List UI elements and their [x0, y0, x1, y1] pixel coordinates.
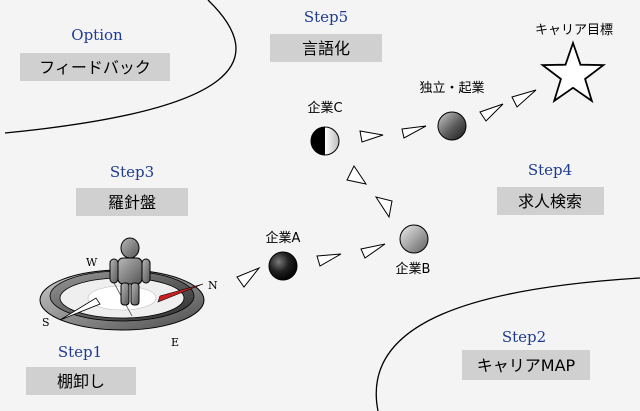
- company-c-label: 企業C: [307, 100, 342, 116]
- step2-box-title: キャリアMAP: [477, 356, 576, 375]
- arrow-a-to-b-2: [360, 243, 386, 259]
- company-c-node: [310, 126, 340, 156]
- arrow-independent-to-goal-2: [511, 89, 537, 108]
- step5-label: Step5: [304, 8, 348, 26]
- step1-box: [26, 367, 136, 395]
- step5-box-title: 言語化: [302, 39, 350, 58]
- company-a-label: 企業A: [266, 230, 301, 246]
- arrow-c-to-independent: [359, 130, 384, 143]
- arrow-a-to-b: [316, 253, 342, 267]
- arrow-b-to-c: [374, 196, 393, 219]
- step3-box-title: 羅針盤: [108, 193, 156, 212]
- compass-e-label: E: [171, 336, 179, 349]
- compass-needle-north: [157, 283, 204, 303]
- step3-label: Step3: [110, 163, 154, 181]
- step3-box: [76, 188, 188, 216]
- option-step-label: Option: [71, 26, 123, 44]
- arrow-c-to-independent-2: [401, 125, 427, 139]
- step2-label: Step2: [502, 328, 546, 346]
- bottom-right-curve: [375, 277, 640, 411]
- compass-n-label: N: [208, 279, 218, 292]
- step4-box-title: 求人検索: [518, 192, 582, 211]
- arrow-independent-to-goal: [479, 103, 504, 122]
- step1-label: Step1: [58, 343, 102, 361]
- career-goal-star-icon: [539, 40, 607, 104]
- step5-box: [270, 34, 382, 62]
- company-a-node: [268, 251, 298, 281]
- compass-w-label: W: [86, 256, 98, 269]
- top-left-curve: [4, 0, 237, 134]
- compass-needle-south: [59, 297, 101, 321]
- step2-box: [462, 350, 590, 380]
- company-b-node: [399, 224, 429, 254]
- option-box-title: フィードバック: [39, 58, 151, 77]
- step1-box-title: 棚卸し: [57, 372, 105, 391]
- arrow-b-to-c-2: [346, 165, 368, 185]
- compass-s-label: S: [42, 316, 50, 329]
- option-box: [20, 53, 170, 81]
- step4-label: Step4: [528, 161, 572, 179]
- independent-node: [437, 111, 467, 141]
- independent-label: 独立・起業: [419, 80, 484, 96]
- career-goal-label: キャリア目標: [535, 23, 613, 38]
- step4-box: [497, 187, 604, 215]
- arrow-compass-to-a: [236, 266, 261, 288]
- person-icon: [109, 237, 151, 306]
- company-b-label: 企業B: [396, 261, 431, 277]
